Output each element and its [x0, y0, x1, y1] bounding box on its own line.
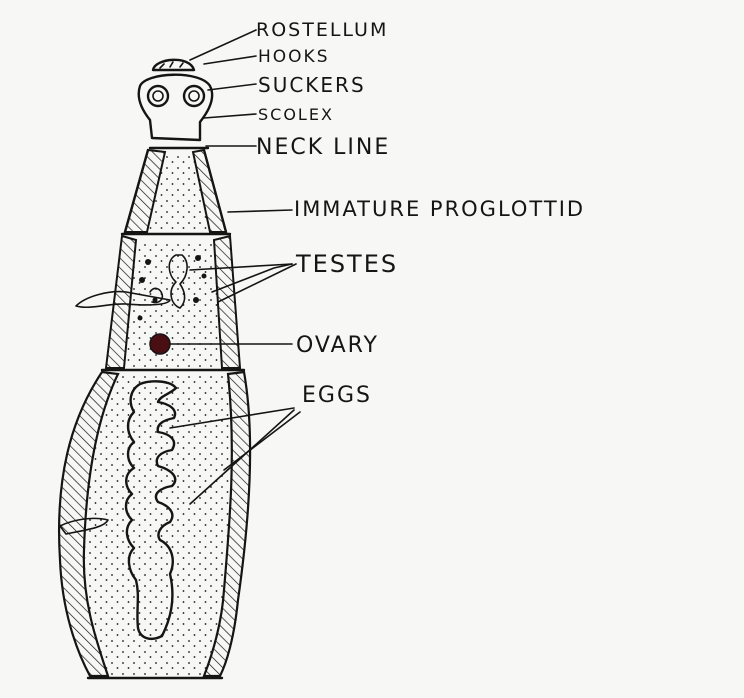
- label-eggs: EGGS: [302, 383, 372, 408]
- label-hooks: HOOKS: [258, 47, 329, 67]
- label-neck-line: NECK LINE: [256, 135, 390, 160]
- label-immature-proglottid: IMMATURE PROGLOTTID: [294, 197, 585, 221]
- label-scolex: SCOLEX: [258, 105, 334, 124]
- label-ovary: OVARY: [296, 333, 379, 358]
- rostellum: [153, 60, 194, 70]
- immature-proglottid: [122, 150, 230, 234]
- suckers: [148, 86, 204, 106]
- label-rostellum: ROSTELLUM: [256, 19, 388, 41]
- label-testes: TESTES: [295, 250, 398, 278]
- scolex: [139, 75, 212, 140]
- ovary: [150, 334, 170, 354]
- gravid-proglottid: [59, 372, 250, 678]
- label-suckers: SUCKERS: [258, 73, 366, 97]
